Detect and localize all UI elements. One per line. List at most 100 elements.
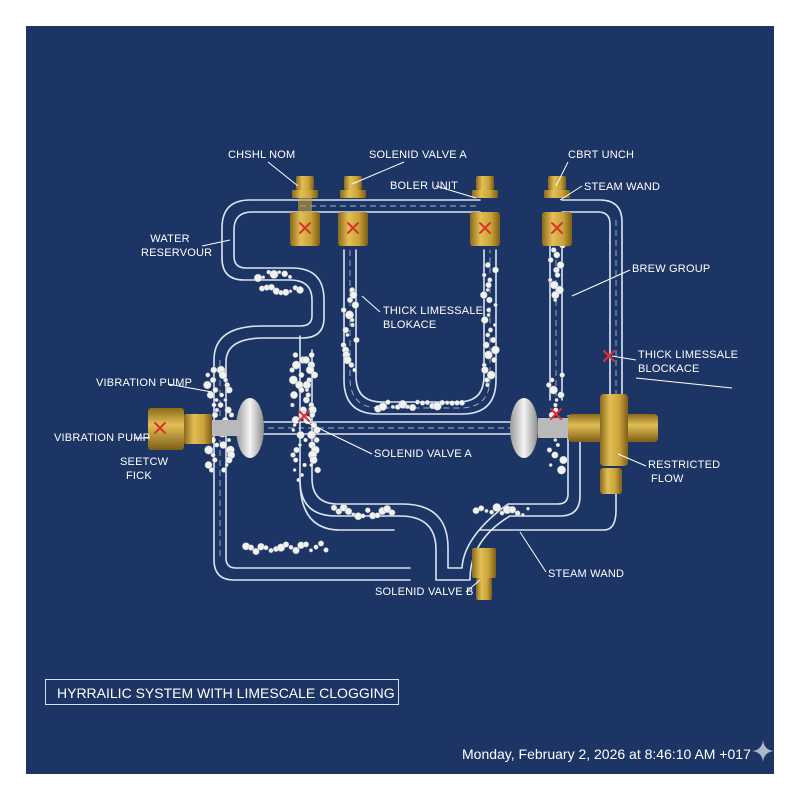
limescale-chunk (454, 400, 460, 406)
limescale-chunk (492, 266, 499, 274)
label-cbrt-unch: CBRT UNCH (568, 149, 635, 161)
limescale-chunk (205, 372, 211, 378)
limescale-chunk (555, 442, 560, 448)
limescale-chunk (291, 428, 296, 432)
limescale-chunk (297, 443, 302, 447)
limescale-chunk (289, 367, 295, 373)
limescale-chunk (214, 398, 219, 403)
limescale-chunk (374, 512, 381, 519)
limescale-chunk (449, 400, 455, 406)
limescale-chunk (472, 507, 480, 514)
limescale-chunk (309, 456, 318, 465)
limescale-chunk (484, 377, 490, 383)
label-solenoid-valve-b: SOLENID VALVE B (375, 586, 474, 598)
limescale-chunk (340, 307, 347, 313)
limescale-chunk (302, 380, 312, 390)
limescale-chunk (302, 356, 310, 364)
label-solenoid-valve-a-mid: SOLENID VALVE A (374, 448, 472, 460)
label-seetcw-line2: FICK (126, 470, 152, 482)
limescale-chunk (305, 388, 310, 393)
label-water-reservour-line1: WATER (150, 233, 190, 245)
limescale-chunk (224, 463, 229, 467)
limescale-chunk (345, 333, 350, 337)
limescale-chunk (439, 400, 445, 406)
vibration-pump-right (510, 398, 568, 458)
limescale-chunk (281, 270, 289, 278)
limescale-chunk (282, 541, 290, 548)
limescale-chunk (293, 457, 299, 463)
limescale-chunk (553, 251, 561, 259)
limescale-chunk (492, 323, 497, 327)
limescale-chunk (549, 377, 555, 383)
limescale-chunk (211, 402, 217, 408)
limescale-chunk (323, 547, 329, 553)
limescale-chunk (547, 257, 554, 263)
red-x-icon (154, 422, 166, 434)
limescale-chunk (314, 466, 321, 474)
red-x-icon (347, 222, 359, 234)
label-chshl-nom: CHSHL NOM (228, 149, 296, 161)
limescale-chunk (383, 505, 392, 513)
limescale-chunk (482, 272, 487, 278)
pipe-reservoir-loop (213, 199, 411, 581)
limescale-chunk (556, 261, 565, 269)
limescale-chunk (352, 367, 357, 373)
limescale-chunk (276, 543, 286, 552)
limescale-chunk (282, 288, 290, 296)
limescale-chunk (223, 377, 229, 383)
vibration-pump-left (148, 398, 264, 458)
limescale-chunk (288, 544, 294, 550)
limescale-chunk (378, 402, 388, 411)
limescale-chunk (514, 510, 521, 517)
limescale-chunk (288, 289, 293, 294)
pipe-boiler-loop-inner (355, 249, 485, 403)
diagram-title: HYRRAILIC SYSTEM WITH LIMESCALE CLOGGING (57, 685, 395, 701)
limescale-chunk (424, 400, 430, 406)
sparkle-icon (752, 740, 774, 762)
limescale-chunk (491, 357, 498, 363)
label-thick-limescale-1-line2: BLOKACE (383, 319, 437, 331)
limescale-chunk (546, 447, 553, 453)
limescale-chunk (203, 380, 212, 390)
limescale-chunk (307, 430, 316, 440)
limescale-chunk (480, 291, 488, 299)
limescale-chunk (484, 262, 491, 268)
pipe-lower-return (299, 469, 617, 531)
limescale-chunk (309, 412, 316, 418)
limescale-chunk (559, 372, 565, 378)
limescale-chunk (311, 371, 319, 379)
pipe-reservoir-loop-inner (225, 211, 411, 569)
limescale-chunk (478, 505, 485, 512)
limescale-chunk (296, 286, 304, 294)
valve-chshl-nom (290, 176, 320, 246)
limescale-chunk (364, 507, 371, 514)
limescale-chunk (290, 391, 298, 399)
label-boler-unit: BOLER UNIT (390, 180, 459, 192)
limescale-chunk (351, 301, 360, 309)
limescale-chunk (347, 297, 354, 304)
limescale-chunk (268, 283, 275, 291)
limescale-chunk (353, 336, 360, 344)
limescale-chunk (553, 298, 558, 303)
limescale-chunk (486, 313, 491, 317)
limescale-chunk (223, 398, 228, 403)
pipe-network (213, 199, 623, 581)
limescale-chunk (292, 546, 300, 555)
limescale-chunk (298, 387, 305, 394)
pipe-center-loop (299, 335, 581, 581)
limescale-chunk (415, 399, 420, 405)
label-brew-group: BREW GROUP (632, 263, 711, 275)
limescale-chunk (445, 400, 450, 405)
limescale-chunk (508, 506, 517, 514)
limescale-chunk (554, 272, 561, 278)
limescale-chunk (302, 396, 310, 404)
limescale-chunk (252, 548, 260, 556)
limescale-chunk (290, 452, 296, 458)
limescale-chunk (313, 437, 320, 443)
limescale-chunk (212, 387, 219, 393)
limescale-chunk (330, 504, 338, 511)
red-x-icon (550, 408, 562, 420)
limescale-chunk (210, 376, 217, 384)
label-steam-wand-top: STEAM WAND (584, 181, 661, 193)
